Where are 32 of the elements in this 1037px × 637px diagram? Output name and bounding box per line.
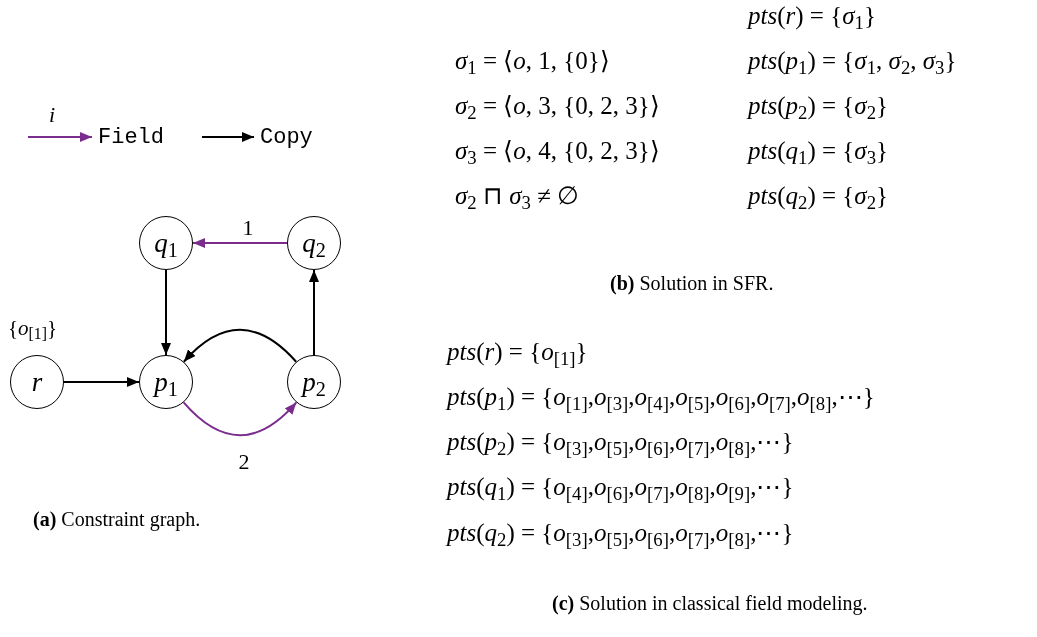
arrow xyxy=(182,328,298,363)
arrow xyxy=(192,238,288,248)
legend-label: Field xyxy=(98,127,164,149)
caption: (b) Solution in SFR. xyxy=(610,271,774,296)
equation: pts(q$_{2}$) = {σ$_{2}$} xyxy=(748,181,889,212)
field-index-label: i xyxy=(49,104,56,126)
equation: pts(q$_{2}$) = {o$_{[3]}$,o$_{[5]}$,o$_{[6]}$,o$_{[7]}$,o$_{[8]}$,⋯} xyxy=(447,518,794,549)
node-label: q$_{2}$ xyxy=(302,229,326,257)
equation: σ$_{1}$ = ⟨o, 1, {0}⟩ xyxy=(455,46,610,77)
caption: (c) Solution in classical field modeling. xyxy=(552,591,868,616)
equation: pts(p$_{2}$) = {σ$_{2}$} xyxy=(748,91,889,122)
equation: pts(q$_{1}$) = {σ$_{3}$} xyxy=(748,136,889,167)
caption: (a) Constraint graph. xyxy=(33,507,201,532)
equation: pts(q$_{1}$) = {o$_{[4]}$,o$_{[6]}$,o$_{[7]}$,o$_{[8]}$,o$_{[9]}$,⋯} xyxy=(447,472,794,503)
node-label: r xyxy=(31,368,43,396)
arrow xyxy=(309,269,319,356)
legend-label: Copy xyxy=(260,127,313,149)
arrow xyxy=(182,401,298,437)
arrow xyxy=(63,377,140,387)
equation: pts(r) = {σ$_{1}$} xyxy=(748,1,876,32)
equation: pts(p$_{2}$) = {o$_{[3]}$,o$_{[5]}$,o$_{[6]}$,o$_{[7]}$,o$_{[8]}$,⋯} xyxy=(447,427,794,458)
node-label: p$_{1}$ xyxy=(154,368,178,396)
equation: σ$_{2}$ = ⟨o, 3, {0, 2, 3}⟩ xyxy=(455,91,660,122)
equation: σ$_{2}$ ⊓ σ$_{3}$ ≠ ∅ xyxy=(455,181,580,212)
equation: pts(r) = {o$_{[1]}$} xyxy=(447,337,588,368)
node-label: q$_{1}$ xyxy=(154,229,178,257)
points-to-set: {o$_{[1]}$} xyxy=(8,318,58,339)
node-label: p$_{2}$ xyxy=(302,368,326,396)
equation: pts(p$_{1}$) = {o$_{[1]}$,o$_{[3]}$,o$_{[4]}$,o$_{[5]}$,o$_{[6]}$,o$_{[7]}$,o$_{[8]}$,⋯} xyxy=(447,382,875,413)
equation: σ$_{3}$ = ⟨o, 4, {0, 2, 3}⟩ xyxy=(455,136,660,167)
arrow xyxy=(161,269,171,356)
equation: pts(p$_{1}$) = {σ$_{1}$, σ$_{2}$, σ$_{3}$} xyxy=(748,46,957,77)
